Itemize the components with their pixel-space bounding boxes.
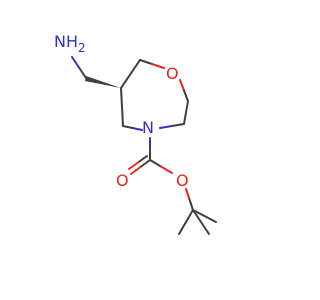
bond-carbonyl-double-b-start: [137, 155, 148, 164]
bonds: [71, 56, 217, 235]
bond-o1-c2-end: [183, 89, 189, 102]
stereo-wedge-bond: [85, 76, 121, 88]
amine-nitrogen-label: NH2: [54, 32, 86, 55]
bond-carbonyl-double-a-end: [130, 166, 142, 175]
bond-o1-c2-start: [179, 79, 185, 92]
bond-n4-c5-end: [122, 125, 134, 129]
ring-oxygen-label: O: [166, 64, 179, 83]
molecule-structure: NH2 O N O O: [54, 32, 217, 235]
bond-c2-c3: [183, 100, 189, 125]
bond-c3-n4-end: [159, 125, 173, 129]
bond-carbonyl-ester-o-start: [149, 159, 162, 168]
bond-tbu-methyl-3: [192, 209, 210, 235]
ring-nitrogen-label: N: [142, 118, 154, 137]
bond-ch2-nh2-end: [71, 56, 80, 69]
bond-c7-o1-end: [151, 63, 165, 69]
bond-tbu-methyl-2: [178, 209, 194, 235]
amine-subscript: 2: [78, 41, 86, 55]
bond-ch2-nh2-start: [78, 66, 87, 79]
bond-c5-c6: [120, 87, 124, 127]
carbonyl-oxygen-label: O: [116, 171, 129, 190]
bond-c6-c7: [120, 59, 141, 89]
bond-n4-c5-start: [131, 127, 143, 131]
bond-carbonyl-double-a-start: [139, 159, 151, 168]
bond-c7-o1-start: [139, 59, 153, 65]
bond-carbonyl-double-b-end: [128, 161, 139, 170]
bond-c3-n4-start: [171, 123, 185, 127]
bond-carbonyl-ester-o-end: [160, 165, 173, 174]
bond-ester-o-cq-end: [188, 198, 194, 211]
bond-ester-o-cq-start: [185, 188, 191, 201]
ester-oxygen-label: O: [176, 171, 189, 190]
bond-tbu-methyl-1: [192, 209, 217, 223]
